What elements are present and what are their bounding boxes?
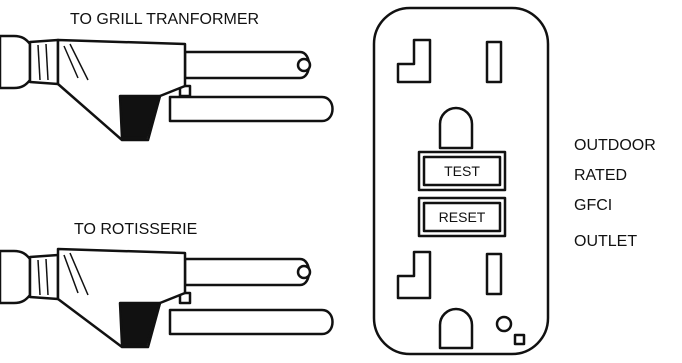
plug-ground-prong <box>178 84 192 98</box>
plug-cord <box>0 34 32 90</box>
prong-hole <box>296 57 312 73</box>
lower-neutral-slot <box>396 250 432 300</box>
upper-ground-hole <box>438 106 474 150</box>
cord-strain-relief <box>28 253 60 301</box>
plug-rotisserie <box>0 247 334 349</box>
lower-ground-hole <box>438 307 474 350</box>
plug-neutral-prong <box>183 257 311 287</box>
description-line: RATED <box>574 167 627 184</box>
plug-hot-prong <box>168 95 334 123</box>
reset-button-label: RESET <box>439 209 486 225</box>
plug-body-shadow <box>118 301 162 347</box>
plug-label-rotisserie: TO ROTISSERIE <box>74 221 197 238</box>
lower-hot-slot <box>485 252 503 296</box>
description-line: GFCI <box>574 197 612 214</box>
cord-strain-relief <box>28 38 60 86</box>
plug-cord <box>0 249 32 305</box>
outlet-description: OUTDOOR RATED GFCI OUTLET <box>574 137 656 250</box>
plug-neutral-prong <box>183 50 311 80</box>
gfci-outlet <box>372 6 550 356</box>
plug-hot-prong <box>168 308 334 336</box>
upper-neutral-slot <box>396 38 432 84</box>
test-button[interactable] <box>422 155 502 187</box>
plug-body-shadow <box>118 94 162 140</box>
description-line: OUTDOOR <box>574 137 656 154</box>
upper-hot-slot <box>485 40 503 84</box>
plug-ground-prong <box>178 291 192 305</box>
test-button-label: TEST <box>444 163 480 179</box>
indicator-light <box>495 315 513 333</box>
plug-grill-transformer <box>0 34 334 142</box>
reset-button[interactable] <box>422 201 502 233</box>
prong-hole <box>296 264 312 280</box>
plug-label-grill-transformer: TO GRILL TRANFORMER <box>70 11 259 28</box>
indicator-square <box>513 333 526 346</box>
description-line: OUTLET <box>574 233 637 250</box>
